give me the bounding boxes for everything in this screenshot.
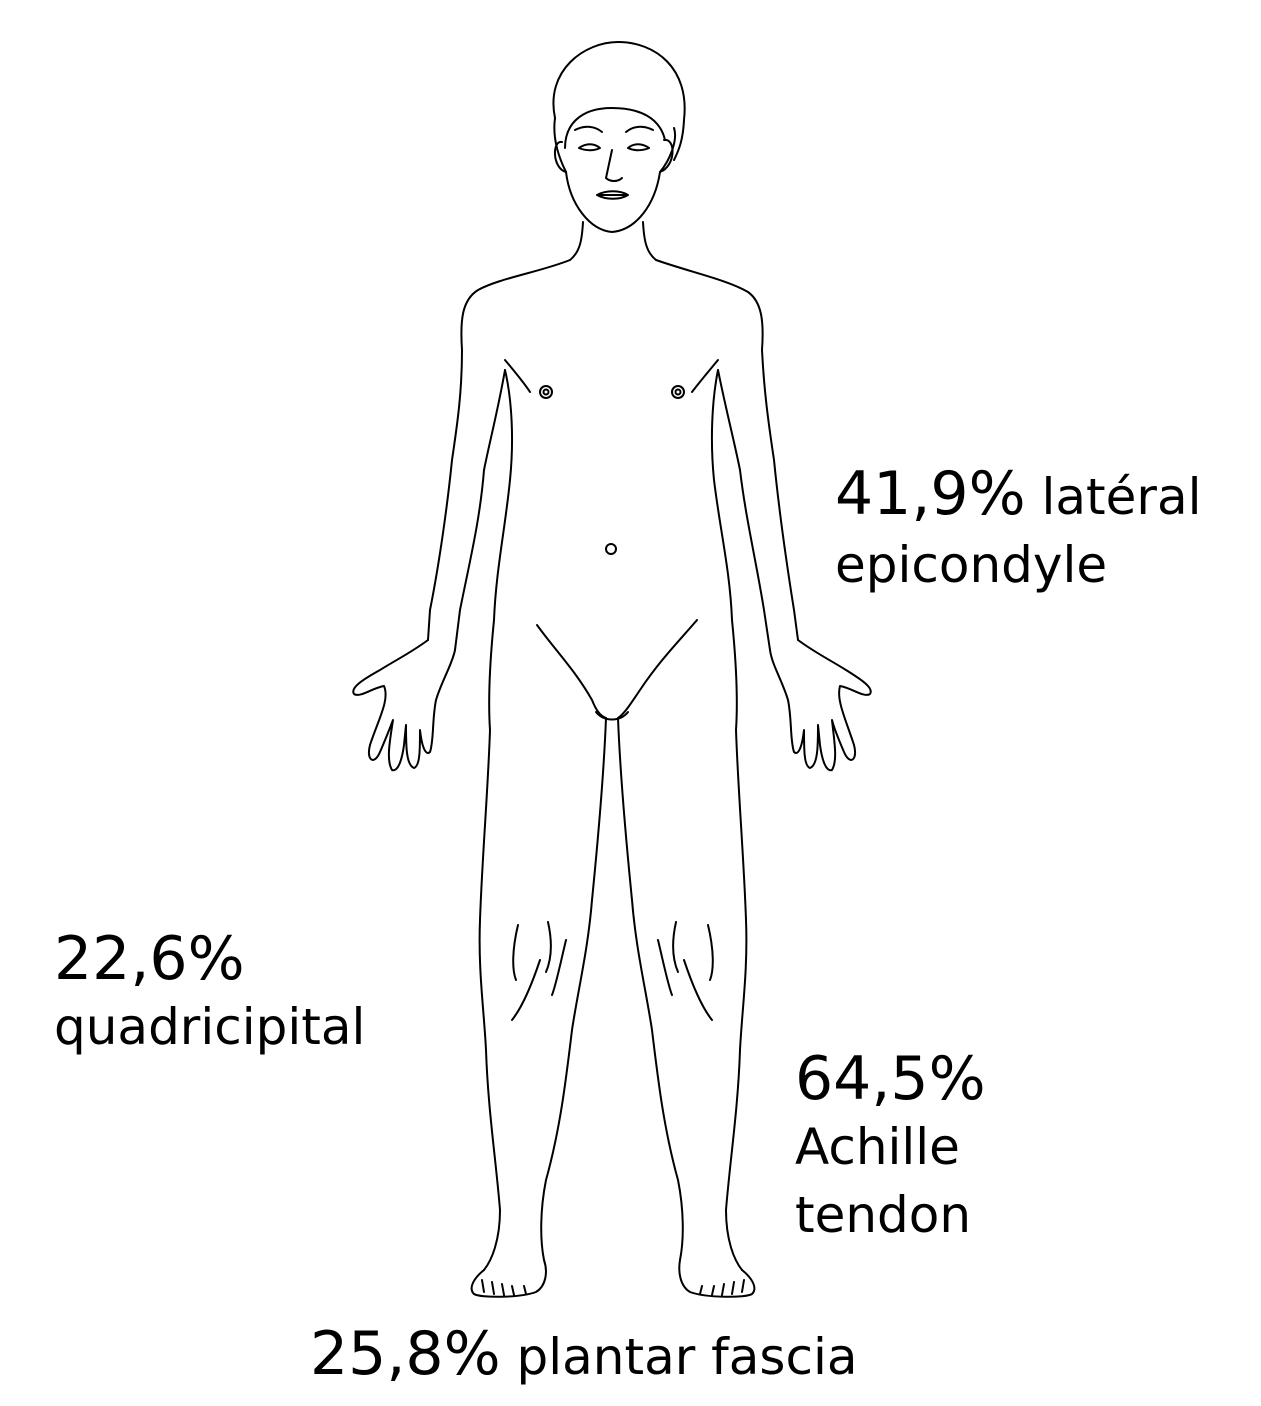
- neck-right: [643, 222, 656, 260]
- right-leg-outer: [726, 730, 746, 1270]
- head-outline: [554, 118, 675, 232]
- mouth: [597, 191, 628, 199]
- quadricipital-text: quadricipital: [54, 993, 365, 1061]
- lateral-epicondyle-percent: 41,9%: [835, 459, 1026, 529]
- right-foot: [679, 1260, 754, 1297]
- left-eyebrow: [575, 127, 602, 132]
- right-knee-detail: [658, 922, 713, 1020]
- groin-right: [618, 620, 697, 718]
- neck-left: [570, 222, 583, 260]
- left-leg-outer: [480, 730, 500, 1270]
- nose: [606, 150, 622, 181]
- lateral-epicondyle-text-2: epicondyle: [835, 531, 1202, 599]
- achilles-text-2: tendon: [795, 1181, 986, 1249]
- shoulder-right: [656, 260, 763, 350]
- right-eyebrow: [626, 127, 653, 132]
- left-foot: [472, 1260, 546, 1297]
- left-leg-inner: [541, 718, 606, 1260]
- plantar-fascia-label: 25,8% plantar fascia: [310, 1320, 857, 1391]
- left-eye: [579, 144, 600, 150]
- left-nipple-inner: [544, 390, 549, 395]
- navel: [606, 544, 616, 554]
- lateral-epicondyle-text-1: latéral: [1042, 468, 1202, 526]
- right-leg-inner: [618, 718, 683, 1260]
- plantar-fascia-text: plantar fascia: [517, 1328, 858, 1386]
- right-hand: [770, 640, 871, 770]
- left-arm-inner: [455, 370, 505, 650]
- achilles-text-1: Achille: [795, 1113, 986, 1181]
- right-nipple-inner: [676, 390, 681, 395]
- left-hand: [353, 640, 455, 770]
- torso-left: [489, 370, 512, 730]
- plantar-fascia-percent: 25,8%: [310, 1319, 501, 1389]
- torso-right: [712, 370, 737, 730]
- hair-outline: [553, 42, 684, 160]
- right-arm-inner: [718, 370, 770, 650]
- left-nipple: [540, 386, 552, 398]
- right-eye: [628, 144, 649, 150]
- right-arm-outer: [762, 350, 798, 640]
- achilles-label: 64,5% Achille tendon: [795, 1045, 986, 1249]
- achilles-percent: 64,5%: [795, 1045, 986, 1113]
- groin-left: [537, 625, 606, 718]
- shoulder-left: [461, 260, 570, 350]
- lateral-epicondyle-label: 41,9% latéral epicondyle: [835, 460, 1202, 599]
- quadricipital-label: 22,6% quadricipital: [54, 925, 365, 1061]
- left-arm-outer: [428, 350, 462, 640]
- right-nipple: [672, 386, 684, 398]
- quadricipital-percent: 22,6%: [54, 925, 365, 993]
- left-knee-detail: [512, 922, 566, 1020]
